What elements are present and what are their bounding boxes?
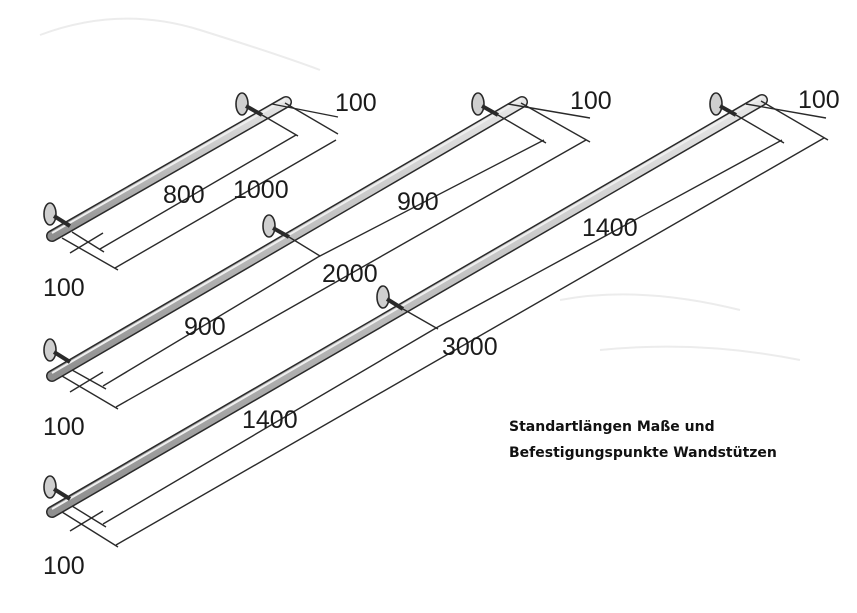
rail-3000-bar — [46, 94, 768, 518]
dimension-end-offset-left: 100 — [43, 274, 85, 302]
dimension-support-spacing-right: 900 — [397, 188, 439, 216]
dimension-support-spacing-right: 1400 — [582, 214, 638, 242]
wall-bracket — [43, 338, 72, 364]
wall-bracket — [471, 92, 499, 117]
caption-line-1: Standartlängen Maße und — [509, 419, 715, 435]
dimension-total-length: 1000 — [233, 176, 289, 204]
rail-1000-bar — [46, 96, 292, 242]
dimension-end-offset-right: 100 — [798, 86, 840, 114]
background-sketch — [39, 17, 801, 361]
rail-2000: 900 900 2000 100 100 — [43, 87, 612, 441]
dimension-end-offset-left: 100 — [43, 413, 85, 441]
wall-bracket — [376, 285, 405, 311]
caption: Standartlängen Maße und Befestigungspunk… — [509, 414, 849, 466]
dimension-support-spacing-left: 1400 — [242, 406, 298, 434]
dimension-end-offset-right: 100 — [570, 87, 612, 115]
wall-bracket — [709, 92, 737, 117]
dimension-support-spacing-left: 900 — [184, 313, 226, 341]
wall-bracket — [262, 214, 290, 239]
wall-bracket — [235, 92, 263, 117]
dimension-total-length: 2000 — [322, 260, 378, 288]
rail-3000: 1400 1400 3000 100 100 — [43, 86, 840, 580]
dimension-end-offset-right: 100 — [335, 89, 377, 117]
wall-bracket — [43, 475, 72, 501]
dimension-total-length: 3000 — [442, 333, 498, 361]
caption-line-2: Befestigungspunkte Wandstützen — [509, 445, 777, 461]
rail-1000: 800 1000 100 100 — [43, 89, 377, 302]
dimension-lines — [61, 102, 591, 410]
dimension-support-spacing: 800 — [163, 181, 205, 209]
wall-bracket — [43, 202, 72, 228]
dimension-lines — [61, 100, 829, 548]
dimension-end-offset-left: 100 — [43, 552, 85, 580]
dimension-lines — [61, 102, 339, 271]
